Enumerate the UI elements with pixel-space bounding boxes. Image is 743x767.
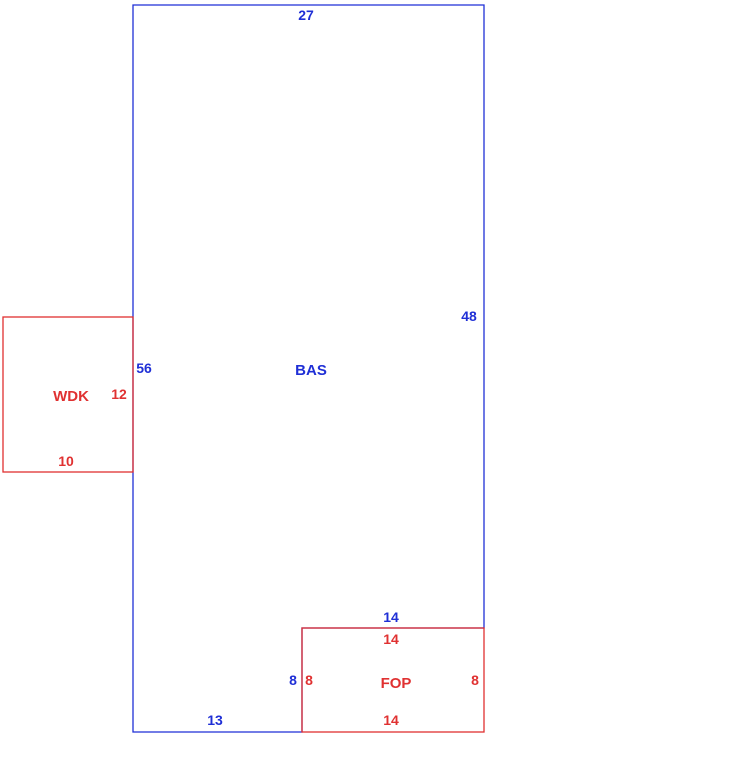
- bas-area-label: BAS: [295, 362, 327, 379]
- fop-outline: [301, 627, 485, 733]
- bas-notch-top-dimension: 14: [383, 609, 399, 625]
- bas-notch-side-dimension: 8: [289, 672, 297, 688]
- fop-left-dimension: 8: [305, 672, 313, 688]
- bas-top-dimension: 27: [298, 7, 314, 23]
- bas-right-dimension: 48: [461, 308, 477, 324]
- wdk-outline: [2, 316, 134, 473]
- fop-right-dimension: 8: [471, 672, 479, 688]
- wdk-area-label: WDK: [53, 388, 89, 405]
- fop-bottom-dimension: 14: [383, 712, 399, 728]
- wdk-right-dimension: 12: [111, 386, 127, 402]
- fop-top-dimension: 14: [383, 631, 399, 647]
- fop-area-label: FOP: [381, 675, 412, 692]
- wdk-bottom-dimension: 10: [58, 453, 74, 469]
- bas-bottom-dimension: 13: [207, 712, 223, 728]
- bas-left-dimension: 56: [136, 360, 152, 376]
